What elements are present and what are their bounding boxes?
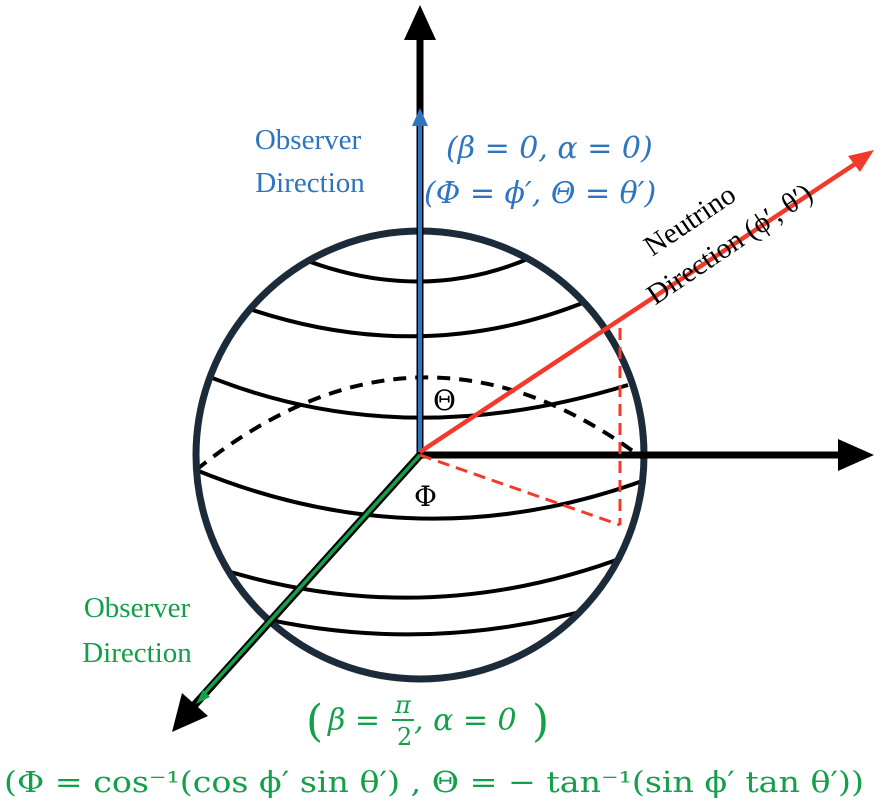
green-eq-beta: β = [327,703,380,738]
latitude-arc [299,256,531,284]
green-observer-axis-inner [201,453,422,697]
green-eq-pi: π [394,691,412,719]
green-observer-arrowhead [196,690,210,704]
blue-equation-2: (Φ = ϕ′, Θ = θ′) [424,176,656,211]
red-projection-horizontal [419,453,621,527]
blue-observer-label-line2: Direction [255,167,365,199]
green-observer-label-line1: Observer [84,592,191,624]
neutrino-vector [418,160,860,454]
neutrino-label: Neutrino Direction (ϕ′, θ′) [638,177,818,311]
green-observer-label-line2: Direction [82,637,192,669]
phi-label: Φ [414,480,437,513]
latitude-arc [204,373,629,420]
blue-observer-label-line1: Observer [255,124,362,156]
x-axis-arrowhead [838,439,874,471]
green-eq-open-paren: ( [306,696,323,747]
green-observer-black-arrowhead [172,693,208,732]
latitude-arc [207,553,631,600]
green-equation-2: (Φ = cos⁻¹(cos ϕ′ sin θ′) , Θ = − tan⁻¹(… [4,765,864,799]
neutrino-arrowhead [848,150,874,172]
z-axis-arrowhead [404,5,436,40]
blue-equation-1: (β = 0, α = 0) [446,131,653,166]
blue-observer-arrowhead [412,108,428,126]
latitude-arc [235,603,606,637]
latitude-arc [237,298,591,339]
green-eq-two: 2 [397,723,412,751]
green-equation-1: ( β = π 2 , α = 0 ) [306,691,549,751]
theta-label: Θ [433,384,456,417]
green-eq-close-paren: ) [532,696,549,747]
latitude-arc [196,468,644,521]
green-eq-rest: , α = 0 [414,703,517,738]
latitude-lines [196,256,644,637]
